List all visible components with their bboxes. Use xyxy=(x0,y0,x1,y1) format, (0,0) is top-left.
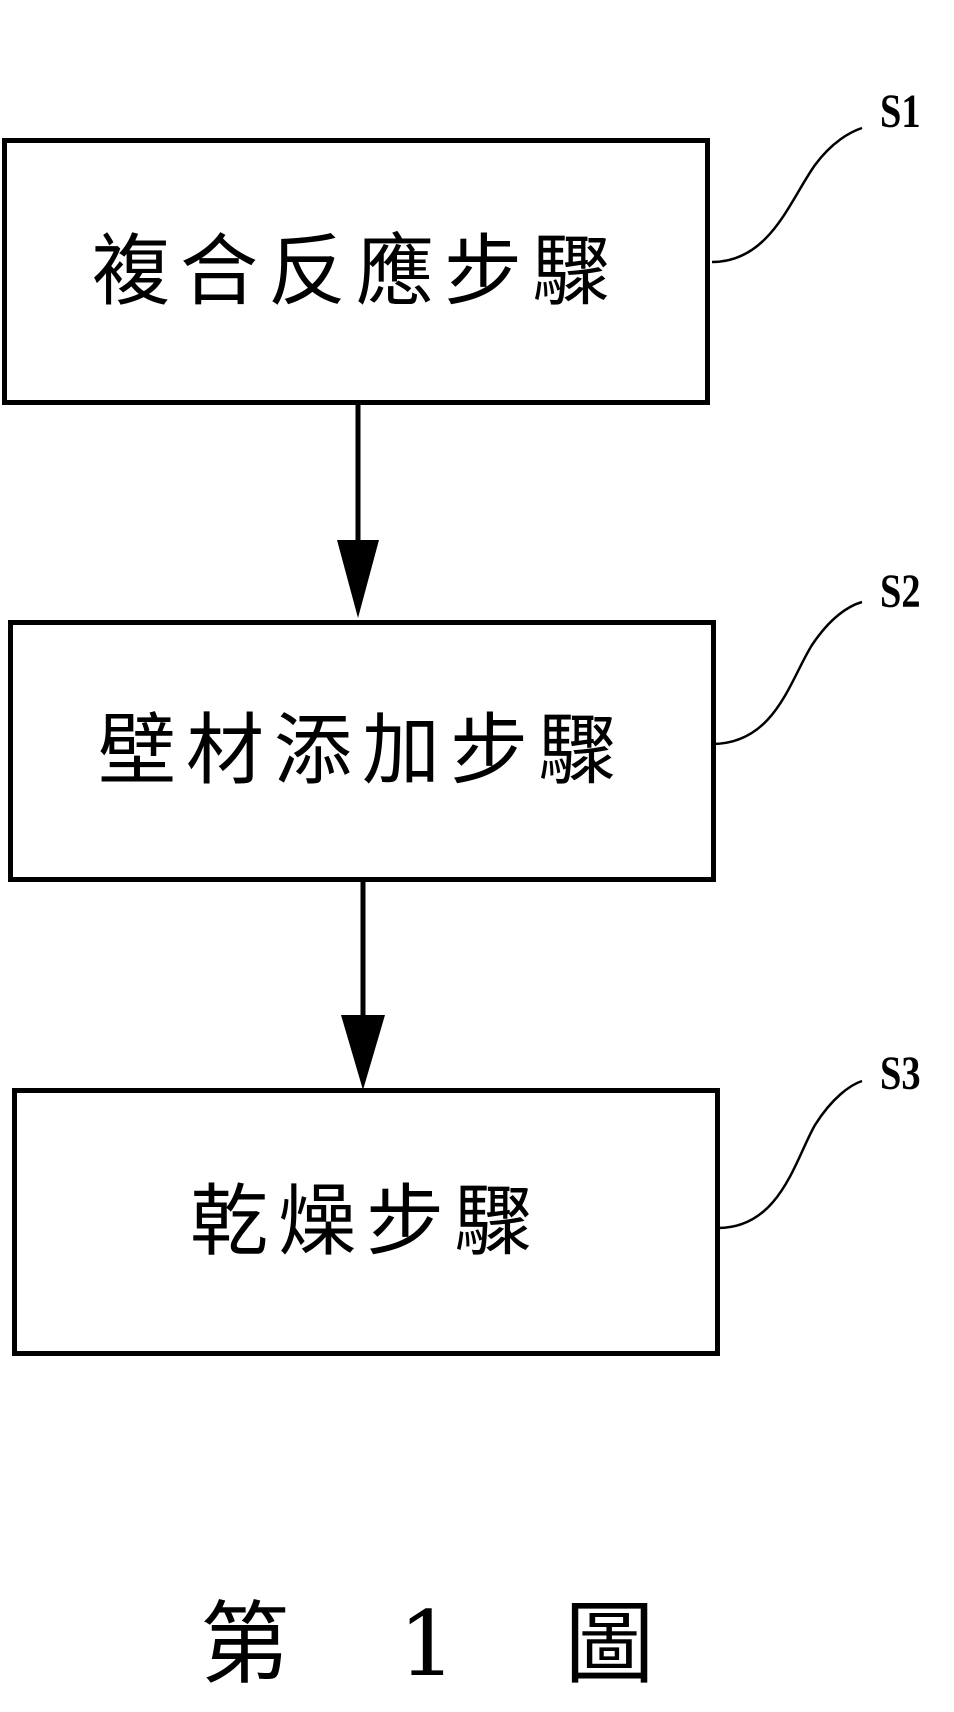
arrow-s2-to-s3-head xyxy=(341,1015,385,1090)
leader-line-s1 xyxy=(711,126,863,264)
step-id-s2: S2 xyxy=(880,565,921,618)
step-box-s3: 乾燥步驟 xyxy=(12,1088,720,1356)
figure-caption: 第 1 圖 xyxy=(200,1592,675,1697)
step-box-s2: 壁材添加步驟 xyxy=(8,620,716,882)
step-label-s2: 壁材添加步驟 xyxy=(97,706,626,796)
leader-line-s2 xyxy=(711,600,863,746)
step-label-s3: 乾燥步驟 xyxy=(189,1177,542,1267)
step-box-s1: 複合反應步驟 xyxy=(2,138,710,405)
leader-line-s3 xyxy=(717,1079,863,1230)
step-id-s3: S3 xyxy=(880,1047,921,1100)
step-label-s1: 複合反應步驟 xyxy=(91,226,620,317)
arrow-s1-to-s2-head xyxy=(337,540,379,618)
step-id-s1: S1 xyxy=(880,85,921,138)
